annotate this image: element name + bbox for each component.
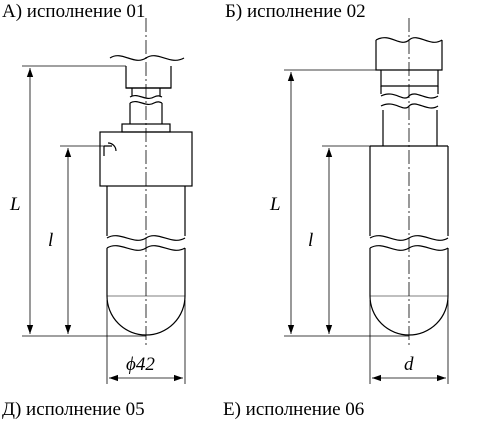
right-body-wave-1 — [369, 235, 449, 241]
left-shank-lower — [106, 248, 186, 336]
left-top-break-wave — [109, 55, 185, 61]
right-top-cap — [375, 50, 443, 71]
left-L-text: L — [9, 194, 21, 215]
left-body-block — [99, 131, 193, 187]
left-diameter-text: ϕ42 — [126, 354, 155, 375]
variant-02-label: Б) исполнение 02 — [225, 1, 366, 22]
right-top-break-wave — [375, 37, 443, 43]
right-L-text: L — [269, 194, 281, 215]
variant-01-label: А) исполнение 01 — [2, 1, 146, 22]
left-dimensions — [22, 65, 186, 384]
right-body-lower — [369, 248, 449, 336]
left-stem-wave — [129, 94, 163, 100]
left-part — [99, 18, 193, 348]
right-neck-wave — [380, 93, 439, 99]
right-part — [369, 18, 449, 348]
right-body-upper — [369, 145, 449, 236]
variant-05-label: Д) исполнение 05 — [2, 399, 145, 420]
left-stem-wave-2 — [129, 100, 163, 106]
right-dimensions — [284, 69, 449, 384]
variant-06-label: Е) исполнение 06 — [223, 399, 365, 420]
right-neck — [380, 70, 439, 87]
left-l-text: l — [48, 230, 53, 251]
right-body-wave-2 — [369, 245, 449, 251]
left-top-cap — [125, 66, 172, 89]
right-diameter-text: d — [404, 354, 414, 375]
left-stem-upper — [131, 88, 161, 96]
right-neck-wave-2 — [380, 103, 439, 109]
left-stem-lower — [129, 103, 163, 124]
left-shank-upper — [106, 186, 186, 236]
right-l-text: l — [308, 230, 313, 251]
left-shank-wave-1 — [106, 235, 186, 241]
left-shank-wave-2 — [106, 245, 186, 251]
left-block-detail — [103, 142, 117, 156]
